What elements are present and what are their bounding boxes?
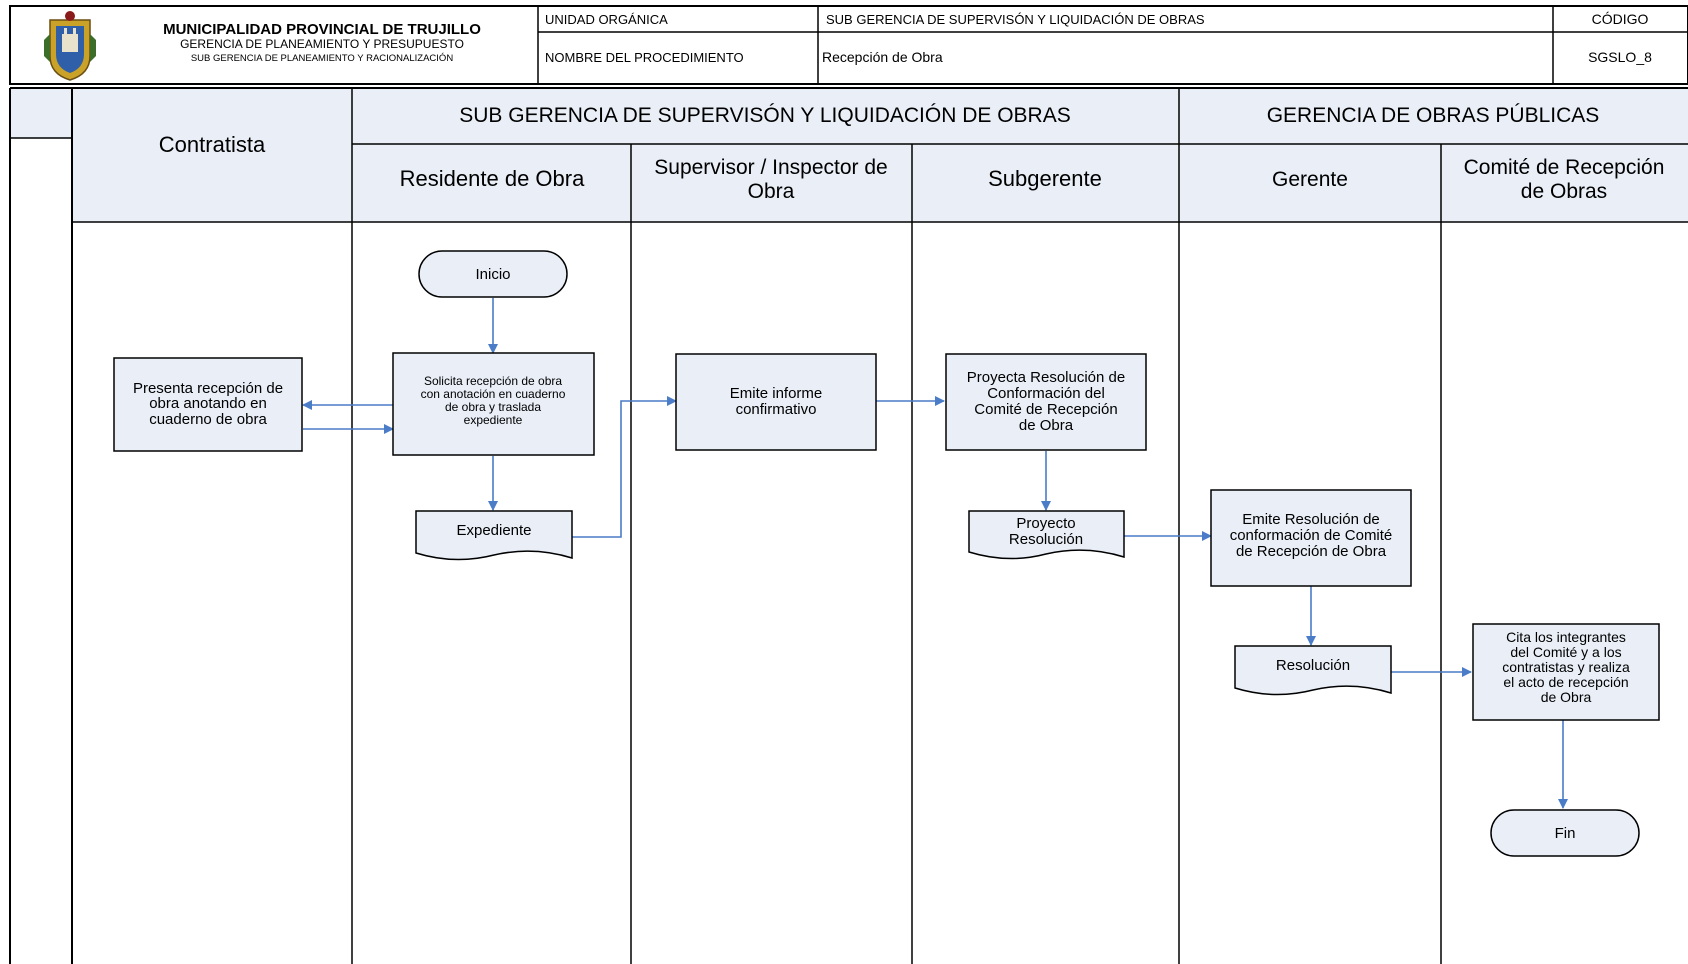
lane-title-residente: Residente de Obra: [400, 166, 585, 191]
node-solicita-line1: Solicita recepción de obra: [424, 374, 562, 388]
municipal-seal-logo: [44, 11, 96, 81]
node-expediente-label: Expediente: [456, 522, 531, 539]
arrow-expediente-informe: [572, 396, 677, 538]
node-emite-informe: Emite informe confirmativo: [675, 353, 877, 451]
node-cita-line5: de Obra: [1541, 689, 1592, 705]
node-proyecta-line4: de Obra: [1019, 417, 1074, 434]
node-emite-informe-line2: confirmativo: [736, 401, 817, 418]
header-table: [9, 5, 1688, 85]
group-title-supervision: SUB GERENCIA DE SUPERVISÓN Y LIQUIDACIÓN…: [459, 104, 1071, 127]
node-resolucion-label: Resolución: [1276, 657, 1350, 674]
node-cita: Cita los integrantes del Comité y a los …: [1472, 623, 1660, 721]
node-inicio-label: Inicio: [475, 266, 510, 283]
swimlane-grid: [9, 87, 1688, 964]
node-inicio: Inicio: [418, 250, 568, 298]
procedimiento-label: NOMBRE DEL PROCEDIMIENTO: [545, 50, 744, 65]
node-proyecto-resolucion: Proyecto Resolución: [968, 510, 1125, 560]
dept-name-2: SUB GERENCIA DE PLANEAMIENTO Y RACIONALI…: [191, 53, 454, 64]
node-cita-line1: Cita los integrantes: [1506, 629, 1626, 645]
codigo-label: CÓDIGO: [1592, 11, 1649, 27]
node-emite-resolucion: Emite Resolución de conformación de Comi…: [1210, 489, 1412, 587]
lane-title-gerente: Gerente: [1272, 168, 1348, 191]
node-cita-line4: el acto de recepción: [1503, 674, 1628, 690]
lane-title-subgerente: Subgerente: [988, 166, 1102, 191]
unidad-label: UNIDAD ORGÁNICA: [545, 12, 668, 27]
node-proyecto-resolucion-line2: Resolución: [1009, 531, 1083, 548]
lane-title-supervisor-line2: Obra: [748, 180, 795, 203]
node-proyecto-resolucion-line1: Proyecto: [1016, 515, 1075, 532]
node-emite-informe-line1: Emite informe: [730, 385, 823, 402]
connectors: [302, 298, 1568, 809]
node-presenta-line1: Presenta recepción de: [133, 380, 283, 397]
lane-title-supervisor-line1: Supervisor / Inspector de: [654, 156, 887, 179]
node-emite-resolucion-line2: conformación de Comité: [1230, 527, 1393, 544]
node-solicita: Solicita recepción de obra con anotación…: [392, 352, 595, 456]
org-name: MUNICIPALIDAD PROVINCIAL DE TRUJILLO: [163, 21, 481, 38]
node-fin: Fin: [1490, 809, 1640, 857]
node-cita-line2: del Comité y a los: [1510, 644, 1621, 660]
node-solicita-line2: con anotación en cuaderno: [421, 387, 566, 401]
lane-title-comite-line1: Comité de Recepción: [1464, 156, 1665, 179]
node-expediente: Expediente: [415, 510, 573, 561]
node-cita-line3: contratistas y realiza: [1502, 659, 1630, 675]
node-proyecta: Proyecta Resolución de Conformación del …: [945, 353, 1147, 451]
node-solicita-line4: expediente: [464, 413, 523, 427]
codigo-value: SGSLO_8: [1588, 49, 1652, 65]
node-proyecta-line3: Comité de Recepción: [974, 401, 1117, 418]
node-proyecta-line2: Conformación del: [987, 385, 1105, 402]
node-presenta-line3: cuaderno de obra: [149, 411, 267, 428]
node-proyecta-line1: Proyecta Resolución de: [967, 369, 1125, 386]
node-presenta-line2: obra anotando en: [149, 395, 267, 412]
node-resolucion: Resolución: [1234, 645, 1392, 696]
unidad-value: SUB GERENCIA DE SUPERVISÓN Y LIQUIDACIÓN…: [826, 12, 1205, 27]
lane-title-comite-line2: de Obras: [1521, 180, 1607, 203]
node-presenta: Presenta recepción de obra anotando en c…: [113, 357, 303, 452]
node-fin-label: Fin: [1555, 825, 1576, 842]
lane-title-contratista: Contratista: [159, 132, 266, 157]
group-title-obras-publicas: GERENCIA DE OBRAS PÚBLICAS: [1267, 104, 1600, 127]
node-solicita-line3: de obra y traslada: [445, 400, 541, 414]
dept-name-1: GERENCIA DE PLANEAMIENTO Y PRESUPUESTO: [180, 37, 464, 51]
node-emite-resolucion-line3: de Recepción de Obra: [1236, 543, 1387, 560]
node-emite-resolucion-line1: Emite Resolución de: [1242, 511, 1380, 528]
procedimiento-value: Recepción de Obra: [822, 49, 943, 65]
